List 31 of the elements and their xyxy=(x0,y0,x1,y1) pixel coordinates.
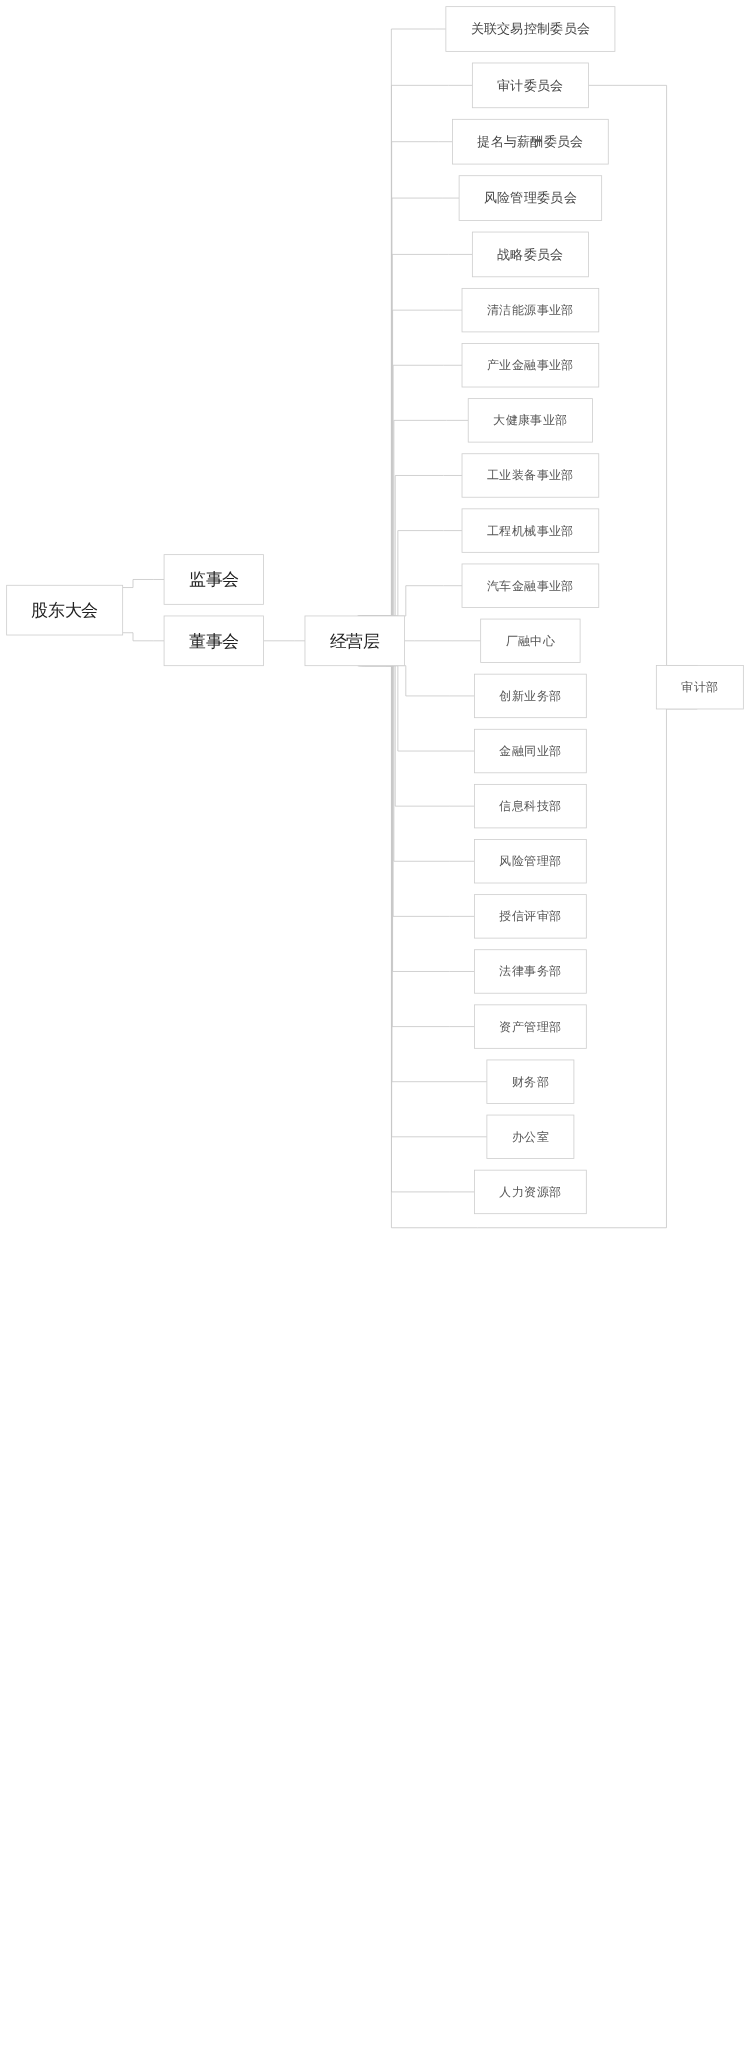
node-box: 清洁能源事业部 xyxy=(461,288,600,333)
node-box: 汽车金融事业部 xyxy=(461,563,600,608)
node-box: 信息科技部 xyxy=(474,783,587,829)
node-box: 经营层 xyxy=(304,615,405,667)
node-box: 厂融中心 xyxy=(480,618,581,663)
connector xyxy=(122,579,165,588)
node-box: 战略委员会 xyxy=(471,231,589,278)
connector xyxy=(263,640,306,642)
node-box: 监事会 xyxy=(163,554,264,605)
node-box: 股东大会 xyxy=(6,584,124,636)
node-box: 工业装备事业部 xyxy=(461,453,600,498)
node-box: 审计委员会 xyxy=(471,62,589,109)
node-box: 风险管理委员会 xyxy=(458,175,603,221)
node-box: 产业金融事业部 xyxy=(461,343,600,388)
connector xyxy=(404,640,482,642)
node-box: 审计部 xyxy=(655,665,744,710)
node-box: 授信评审部 xyxy=(474,894,587,939)
node-box: 风险管理部 xyxy=(474,839,587,884)
node-box: 金融同业部 xyxy=(474,728,587,774)
node-box: 董事会 xyxy=(163,615,264,667)
node-box: 资产管理部 xyxy=(474,1004,587,1049)
node-box: 财务部 xyxy=(486,1059,575,1104)
node-box: 提名与薪酬委员会 xyxy=(452,118,609,165)
node-box: 大健康事业部 xyxy=(467,398,593,443)
connector xyxy=(122,632,165,642)
node-box: 关联交易控制委员会 xyxy=(445,6,616,52)
node-box: 创新业务部 xyxy=(474,673,587,719)
node-box: 人力资源部 xyxy=(474,1169,587,1215)
node-box: 法律事务部 xyxy=(474,949,587,994)
node-box: 办公室 xyxy=(486,1114,575,1159)
node-box: 工程机械事业部 xyxy=(461,508,600,553)
